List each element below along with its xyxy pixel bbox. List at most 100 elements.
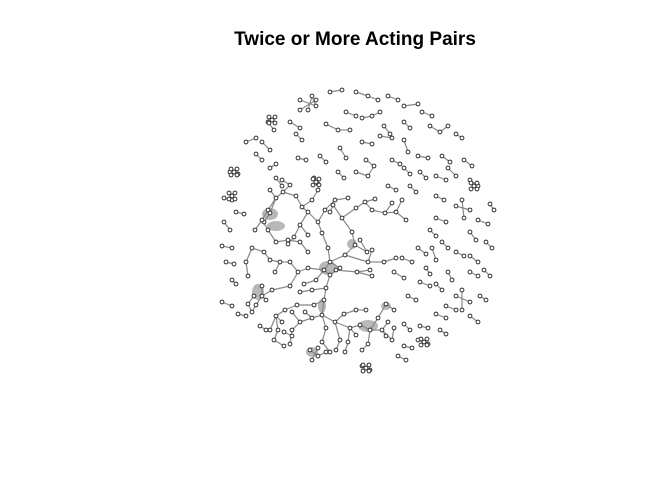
network-node xyxy=(453,293,459,299)
network-node xyxy=(483,297,489,303)
network-edge xyxy=(321,314,336,323)
network-node xyxy=(443,331,449,337)
network-node xyxy=(333,347,339,353)
network-node xyxy=(221,195,227,201)
network-node xyxy=(427,283,433,289)
network-node xyxy=(229,303,235,309)
network-node xyxy=(273,175,279,181)
network-node xyxy=(229,277,235,283)
network-node xyxy=(267,165,273,171)
network-node xyxy=(395,97,401,103)
network-node xyxy=(405,149,411,155)
network-node xyxy=(363,307,369,313)
network-node xyxy=(407,125,413,131)
network-node xyxy=(299,137,305,143)
network-node xyxy=(345,195,351,201)
network-node xyxy=(437,327,443,333)
network-node xyxy=(437,129,443,135)
network-node xyxy=(317,153,323,159)
network-edge xyxy=(335,269,358,273)
network-node xyxy=(323,349,329,355)
network-edge xyxy=(356,271,373,277)
network-edge xyxy=(299,99,317,111)
network-node xyxy=(445,165,451,171)
network-node xyxy=(252,227,258,233)
network-node xyxy=(401,343,407,349)
network-node xyxy=(297,107,303,113)
network-edge xyxy=(369,317,379,331)
network-node xyxy=(245,273,251,279)
network-node xyxy=(389,157,395,163)
network-node xyxy=(391,325,397,331)
network-node xyxy=(221,219,227,225)
network-node xyxy=(235,311,241,317)
network-node xyxy=(241,211,247,217)
network-node xyxy=(279,319,285,325)
network-node xyxy=(413,297,419,303)
network-node xyxy=(347,325,353,331)
network-node xyxy=(429,113,435,119)
network-node xyxy=(253,302,259,308)
network-node xyxy=(407,171,413,177)
network-node xyxy=(467,299,473,305)
network-node xyxy=(453,249,459,255)
network-node xyxy=(474,180,480,186)
network-node xyxy=(453,203,459,209)
network-edge xyxy=(334,321,351,329)
network-edge xyxy=(289,271,299,287)
network-node xyxy=(471,183,477,189)
network-node xyxy=(232,196,238,202)
network-node xyxy=(353,205,359,211)
network-node xyxy=(257,323,263,329)
cluster-blob xyxy=(267,221,285,231)
network-node xyxy=(305,232,311,238)
network-node xyxy=(409,259,415,265)
network-node xyxy=(263,327,269,333)
network-node xyxy=(487,273,493,279)
network-node xyxy=(305,265,311,271)
network-node xyxy=(424,336,430,342)
network-node xyxy=(418,336,424,342)
network-node xyxy=(477,293,483,299)
network-node xyxy=(229,193,235,199)
network-node xyxy=(475,273,481,279)
network-node xyxy=(281,343,287,349)
network-edge xyxy=(329,254,346,263)
network-node xyxy=(401,103,407,109)
network-node xyxy=(423,251,429,257)
network-node xyxy=(467,313,473,319)
network-node xyxy=(461,157,467,163)
network-node xyxy=(228,172,234,178)
network-node xyxy=(489,245,495,251)
network-node xyxy=(389,200,395,206)
network-edge xyxy=(271,285,291,291)
network-node xyxy=(321,297,327,303)
network-node xyxy=(279,183,285,189)
network-node xyxy=(287,182,293,188)
network-node xyxy=(269,287,275,293)
network-node xyxy=(285,241,291,247)
network-node xyxy=(332,197,338,203)
network-node xyxy=(415,153,421,159)
network-node xyxy=(249,245,255,251)
network-node xyxy=(228,166,234,172)
network-node xyxy=(261,249,267,255)
network-node xyxy=(272,120,278,126)
network-node xyxy=(259,157,265,163)
network-node xyxy=(347,127,353,133)
network-node xyxy=(267,187,273,193)
network-node xyxy=(483,239,489,245)
network-edge xyxy=(461,199,465,219)
network-node xyxy=(327,209,333,215)
network-node xyxy=(305,249,311,255)
network-node xyxy=(316,176,322,182)
network-node xyxy=(294,302,300,308)
network-node xyxy=(475,259,481,265)
network-node xyxy=(427,123,433,129)
network-edge xyxy=(334,321,341,341)
network-node xyxy=(417,323,423,329)
network-node xyxy=(282,307,288,313)
network-node xyxy=(429,245,435,251)
network-node xyxy=(307,347,313,353)
